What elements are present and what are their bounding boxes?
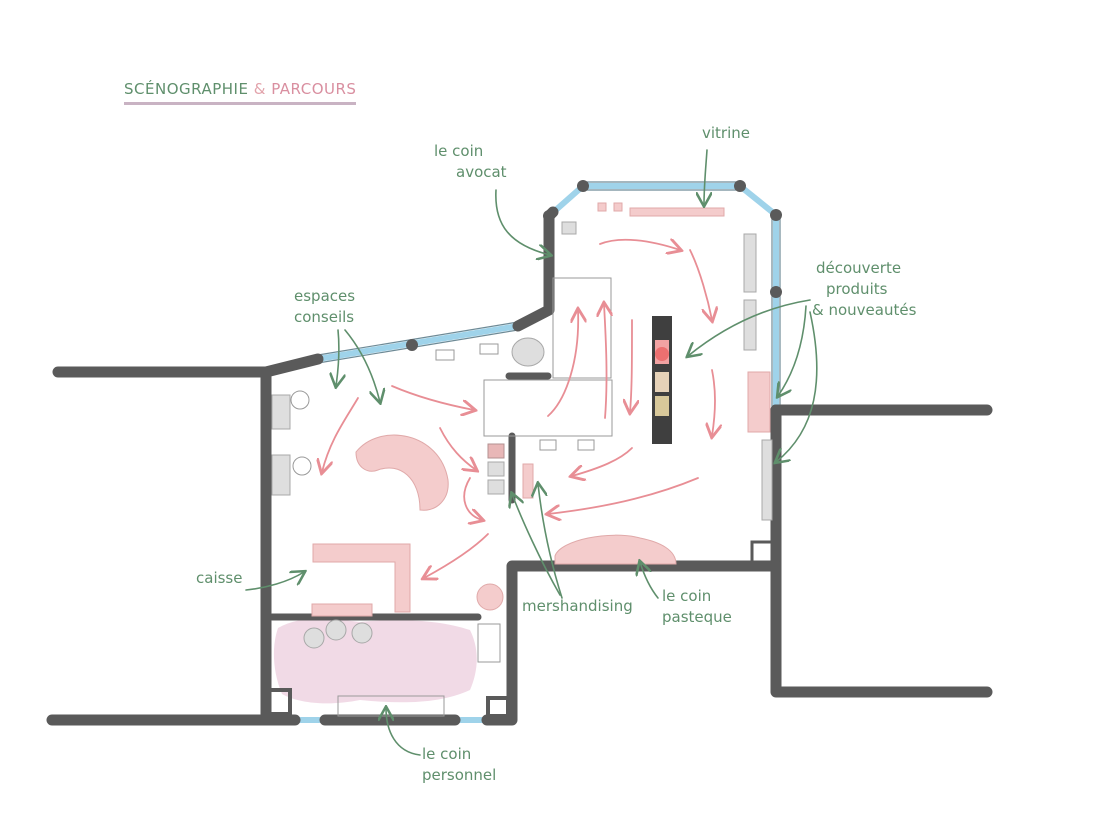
label-decouverte-line2: produits [826, 280, 888, 298]
label-coin-pasteque: le coin pasteque [662, 586, 732, 628]
label-coin-pasteque-line1: le coin [662, 587, 712, 605]
title-part-1: SCÉNOGRAPHIE [124, 80, 249, 98]
label-espaces-conseils-line1: espaces [294, 287, 356, 305]
label-espaces-conseils-line2: conseils [294, 308, 355, 326]
label-vitrine: vitrine [702, 124, 750, 142]
walls [46, 180, 993, 726]
title-part-2: PARCOURS [271, 80, 357, 98]
label-espaces-conseils: espaces conseils [294, 286, 355, 328]
plan-title: SCÉNOGRAPHIE & PARCOURS [124, 80, 357, 105]
label-coin-personnel-line1: le coin [422, 745, 472, 763]
staff-zone-fill [273, 618, 477, 704]
label-coin-personnel-line2: personnel [422, 766, 497, 784]
label-decouverte-line1: découverte [816, 259, 902, 277]
label-coin-avocat-line1: le coin [434, 142, 484, 160]
label-coin-pasteque-line2: pasteque [662, 608, 732, 626]
windows [295, 181, 781, 723]
annotation-connectors [245, 149, 818, 756]
label-decouverte: découverte produits & nouveautés [812, 258, 916, 321]
label-merchandising: mershandising [522, 597, 633, 615]
furniture [271, 202, 773, 717]
label-coin-avocat-line2: avocat [456, 163, 507, 181]
label-caisse: caisse [196, 569, 243, 587]
visitor-flow-arrows [322, 240, 715, 578]
label-decouverte-line3: & nouveautés [812, 301, 917, 319]
title-ampersand: & [253, 80, 266, 98]
label-coin-avocat: le coin avocat [434, 141, 507, 183]
label-coin-personnel: le coin personnel [422, 744, 496, 786]
